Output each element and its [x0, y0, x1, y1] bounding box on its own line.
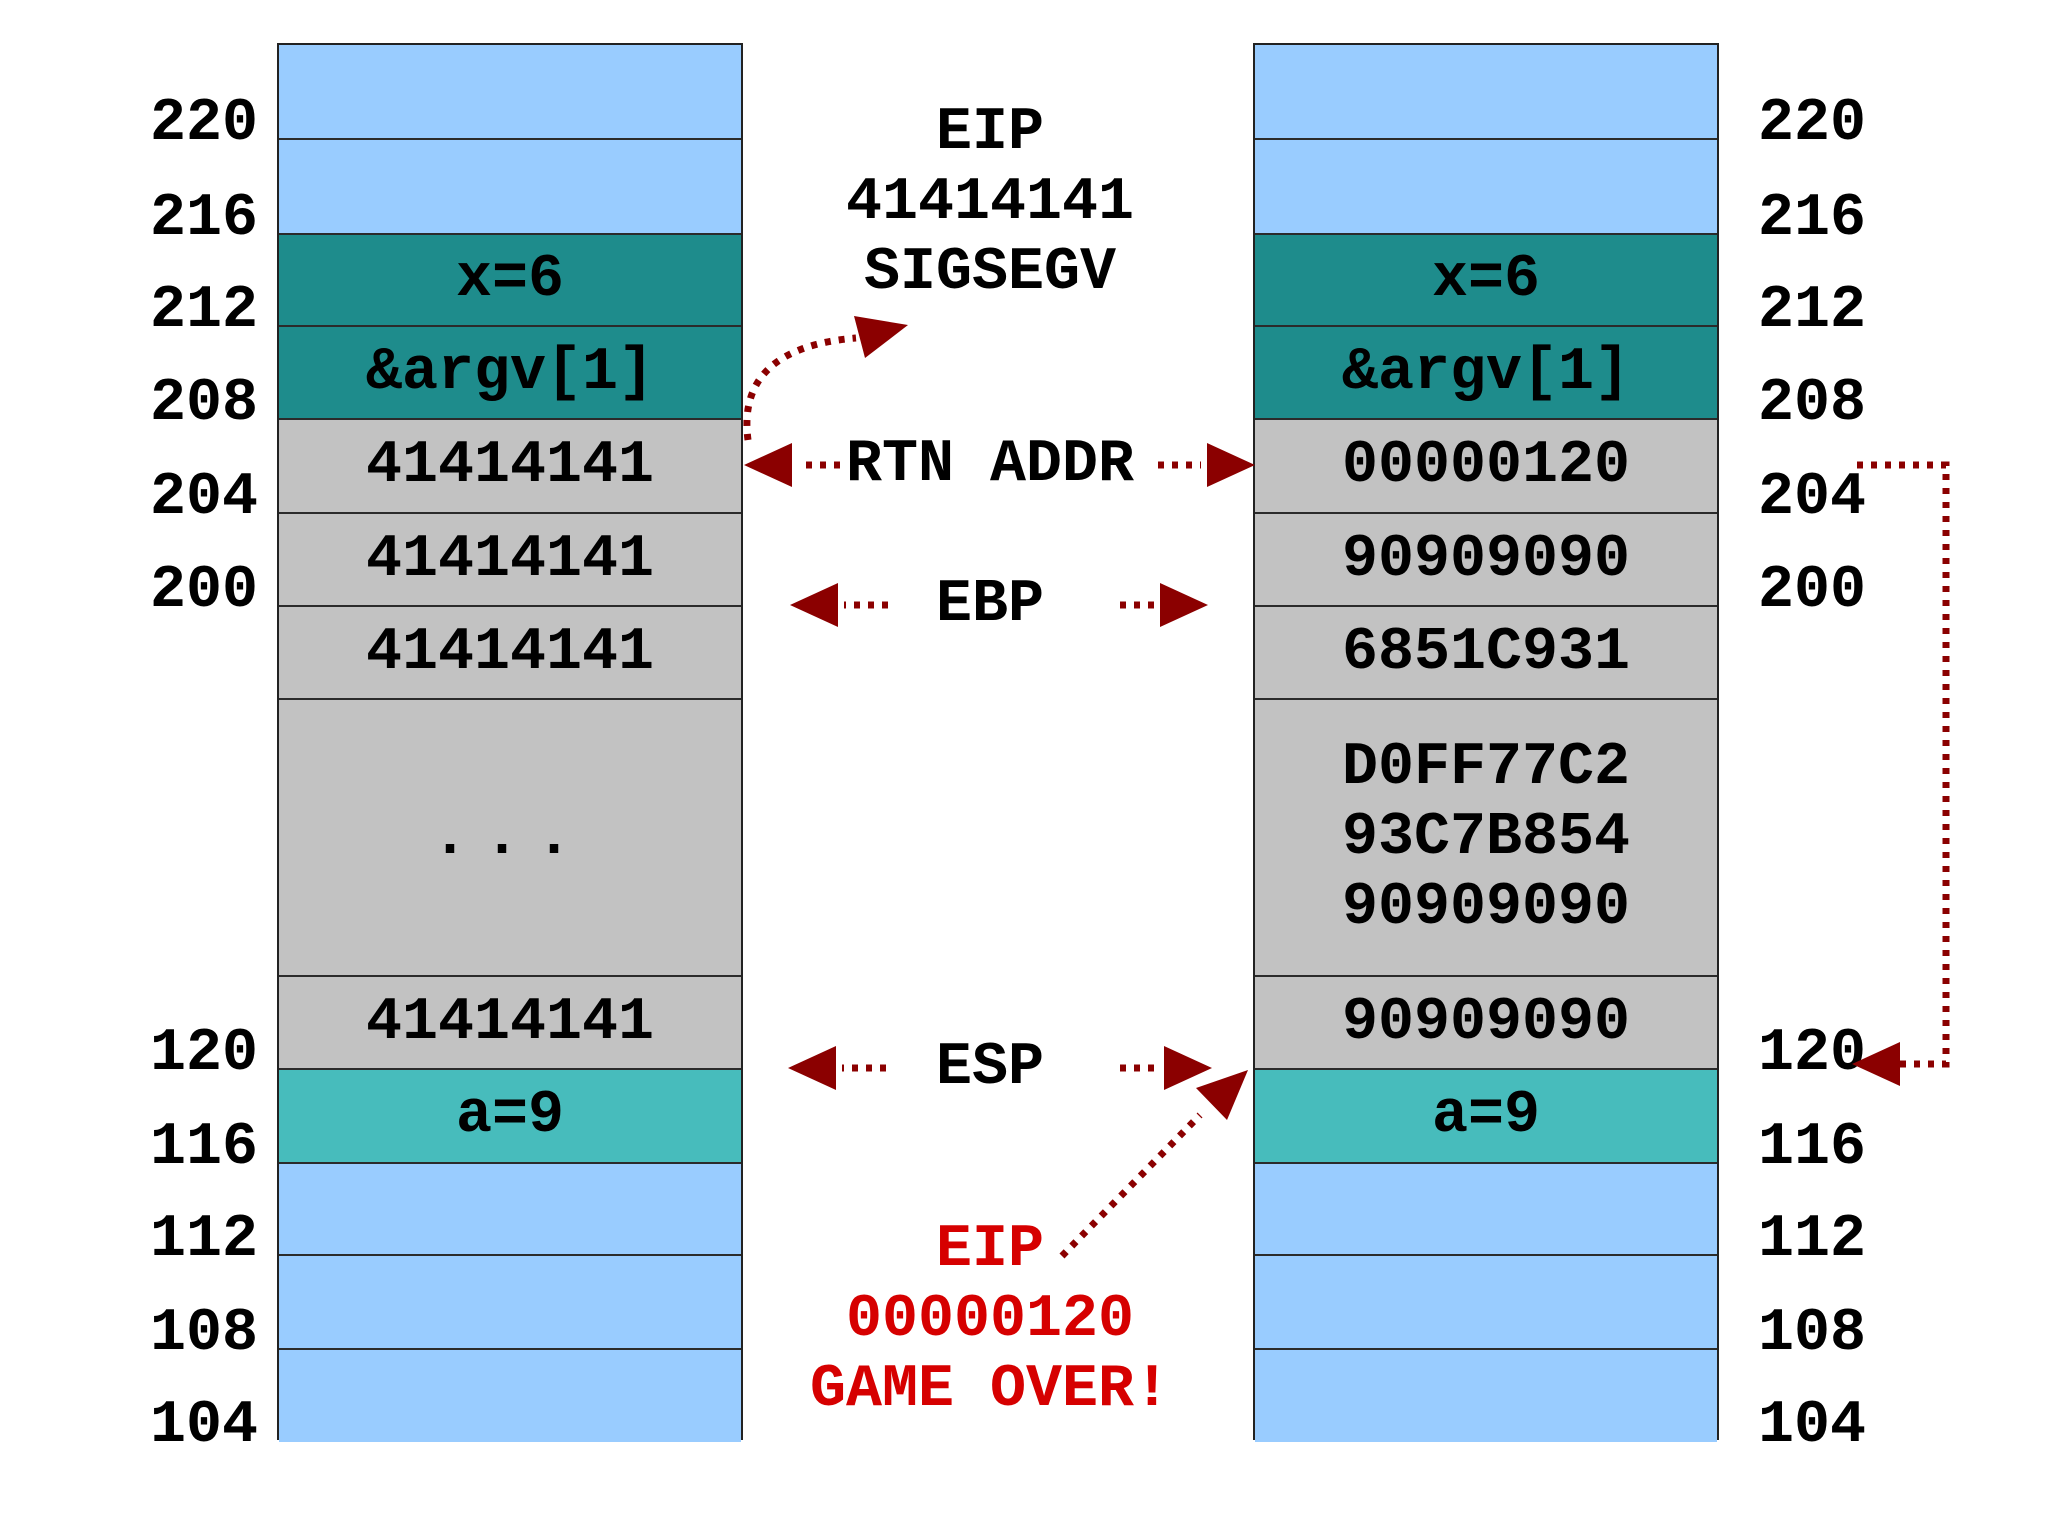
stack-cell: 41414141: [279, 977, 741, 1070]
stack-cell: [1255, 140, 1717, 235]
payload-line: 93C7B854: [1341, 803, 1631, 872]
cell-text: &argv[1]: [1341, 338, 1631, 407]
cell-text: 41414141: [365, 432, 655, 500]
address-label: 200: [149, 557, 258, 625]
address-label: 108: [149, 1300, 258, 1368]
stack-cell: 90909090: [1255, 514, 1717, 607]
stack-cell-retaddr: 00000120: [1255, 420, 1717, 514]
address-label: 112: [1758, 1206, 1867, 1274]
stack-cell-payload: D0FF77C2 93C7B854 90909090: [1255, 700, 1717, 977]
ebp-marker: EBP: [935, 571, 1045, 639]
stack-cell-argv: &argv[1]: [1255, 327, 1717, 420]
address-label: 216: [149, 185, 258, 253]
address-label: 208: [1758, 370, 1867, 438]
payload-line: 90909090: [1341, 873, 1631, 942]
address-label: 116: [149, 1114, 258, 1182]
cell-text: &argv[1]: [365, 338, 655, 407]
address-label: 116: [1758, 1114, 1867, 1182]
hijack-annotation: EIP 00000120 GAME OVER!: [690, 1215, 1290, 1425]
cell-text: x=6: [455, 246, 565, 314]
crash-line: EIP: [935, 99, 1045, 167]
crash-annotation: EIP 41414141 SIGSEGV: [690, 98, 1290, 308]
stack-cell: [1255, 1350, 1717, 1442]
esp-marker: ESP: [935, 1034, 1045, 1102]
cell-text: 90909090: [1341, 525, 1631, 594]
stack-cell-retaddr: 41414141: [279, 420, 741, 514]
crash-line: SIGSEGV: [863, 239, 1117, 307]
address-label: 220: [1758, 90, 1867, 158]
stack-cell: [279, 140, 741, 235]
cell-text: a=9: [455, 1082, 565, 1150]
stack-cell: 41414141: [279, 514, 741, 607]
cell-text: 41414141: [365, 618, 655, 687]
crash-line: 41414141: [845, 169, 1135, 237]
cell-text: 90909090: [1341, 988, 1631, 1057]
payload-lines: D0FF77C2 93C7B854 90909090: [1342, 733, 1630, 943]
stack-cell: [1255, 1256, 1717, 1350]
stack-cell-argv: &argv[1]: [279, 327, 741, 420]
address-label: 204: [149, 464, 258, 532]
stack-cell: [279, 1164, 741, 1256]
retaddr-target-bracket-dotted-line: [1857, 461, 1950, 1068]
hijack-line: GAME OVER!: [809, 1356, 1171, 1424]
crash-curve-arrowhead-icon: [854, 316, 908, 358]
stack-cell: [279, 45, 741, 140]
stack-cell: [279, 1256, 741, 1350]
address-label: 104: [149, 1392, 258, 1460]
hijack-line: 00000120: [845, 1286, 1135, 1354]
address-label: 220: [149, 90, 258, 158]
cell-text: 41414141: [365, 988, 655, 1057]
stack-cell: 41414141: [279, 607, 741, 700]
rtn-addr-marker: RTN ADDR: [845, 431, 1135, 499]
stack-cell: 90909090: [1255, 977, 1717, 1070]
address-label: 120: [1758, 1020, 1867, 1088]
address-label: 208: [149, 370, 258, 438]
payload-line: D0FF77C2: [1341, 733, 1631, 802]
cell-text: ...: [431, 803, 589, 872]
cell-text: x=6: [1431, 246, 1541, 314]
cell-text: 41414141: [365, 525, 655, 594]
stack-cell-x: x=6: [279, 235, 741, 327]
stack-cell-a: a=9: [1255, 1070, 1717, 1164]
address-label: 212: [1758, 277, 1867, 345]
address-label: 200: [1758, 557, 1867, 625]
crash-curve-dotted-line: [743, 334, 857, 441]
stack-after-column: x=6 &argv[1] 00000120 90909090 6851C931 …: [1253, 43, 1719, 1442]
cell-text: 6851C931: [1341, 618, 1631, 687]
stack-cell: 6851C931: [1255, 607, 1717, 700]
stack-cell-ellipsis: ...: [279, 700, 741, 977]
address-label: 212: [149, 277, 258, 345]
stack-cell-a: a=9: [279, 1070, 741, 1164]
address-label: 216: [1758, 185, 1867, 253]
address-label: 204: [1758, 464, 1867, 532]
cell-text: 00000120: [1341, 432, 1631, 500]
address-label: 108: [1758, 1300, 1867, 1368]
stack-cell: [1255, 1164, 1717, 1256]
stack-cell-x: x=6: [1255, 235, 1717, 327]
hijack-line: EIP: [935, 1216, 1045, 1284]
address-label: 104: [1758, 1392, 1867, 1460]
stack-before-column: x=6 &argv[1] 41414141 41414141 41414141 …: [277, 43, 743, 1442]
stack-cell: [279, 1350, 741, 1442]
stack-cell: [1255, 45, 1717, 140]
address-label: 120: [149, 1020, 258, 1088]
cell-text: a=9: [1431, 1082, 1541, 1150]
address-label: 112: [149, 1206, 258, 1274]
